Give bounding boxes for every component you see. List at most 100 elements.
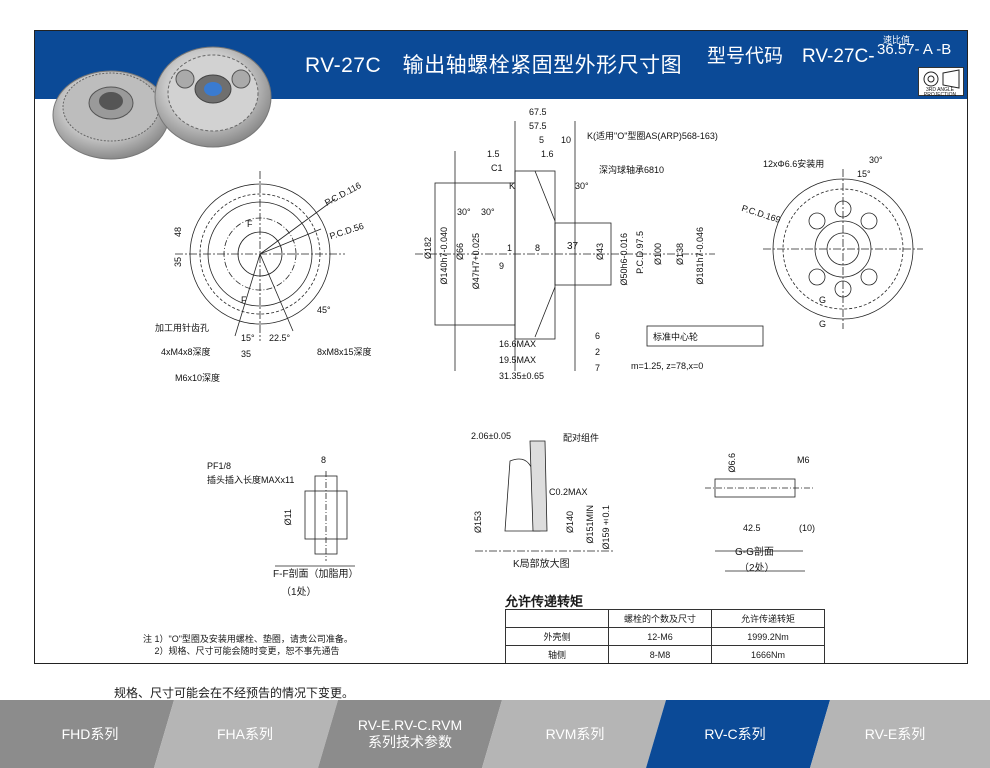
dim-15deg: 15° <box>241 333 255 343</box>
dim-9: 9 <box>499 261 505 271</box>
section-mark-g2: G <box>819 319 827 329</box>
model-code: 型号代码 RV-27C- <box>707 46 875 67</box>
projection-label: 3RD ANGLE PROJECTION <box>923 87 957 98</box>
dim-k-d153: Ø153 <box>473 511 483 534</box>
k-detail-caption: K局部放大图 <box>513 559 570 570</box>
dim-5: 5 <box>539 135 545 145</box>
section-mark-g: G <box>819 295 827 305</box>
m6-label: M6 <box>797 455 810 465</box>
f-section-caption: F-F剖面（加脂用） <box>273 569 359 580</box>
oring-label: K(适用"O"型圈AS(ARP)568-163) <box>587 131 718 141</box>
g-section-count: （2处） <box>739 563 775 574</box>
dim-22-5deg: 22.5° <box>269 333 291 343</box>
dim-67-5: 67.5 <box>529 107 547 117</box>
dim-d66: Ø66 <box>455 243 465 261</box>
dim-30deg-top: 30° <box>575 181 589 191</box>
torque-title: 允许传递转矩 <box>505 594 584 609</box>
dim-k-2-06: 2.06±0.05 <box>471 431 511 441</box>
dim-30deg-b: 30° <box>481 207 495 217</box>
tap-4xm4-label: 4xM4x8深度 <box>161 347 211 357</box>
series-nav: FHD系列 FHA系列 RV-E.RV-C.RVM 系列技术参数 RVM系列 R… <box>0 700 990 768</box>
chamfer-c1-label: C1 <box>491 163 503 173</box>
footnote: 规格、尺寸可能会在不经预告的情况下变更。 <box>114 686 355 700</box>
dim-d138: Ø138 <box>675 243 685 266</box>
dim-6: 6 <box>595 331 601 341</box>
tab-rv-e[interactable]: RV-E系列 <box>864 725 926 742</box>
notes: 注 1）"O"型圈及安装用螺栓、垫圈，请贵公司准备。 2）规格、尺寸可能会随时变… <box>143 633 353 657</box>
dim-d47h7: Ø47H7+0.025 <box>471 233 481 290</box>
table-header: 螺栓的个数及尺寸 <box>608 609 712 628</box>
series-nav-bar <box>0 700 990 768</box>
dim-35: 35 <box>173 257 183 268</box>
note-line: 注 1）"O"型圈及安装用螺栓、垫圈，请贵公司准备。 <box>143 634 353 644</box>
table-cell: 轴侧 <box>505 645 609 663</box>
dim-d50h6: Ø50h6-0.016 <box>619 233 629 286</box>
dim-48: 48 <box>173 227 183 238</box>
g-section-caption: G-G剖面 <box>735 547 774 558</box>
ratio-code: 36.57- A -B <box>877 41 952 58</box>
dim-g-10: (10) <box>799 523 816 533</box>
dim-57-5: 57.5 <box>529 121 547 131</box>
dim-f-d11: Ø11 <box>283 509 293 526</box>
dim-45deg: 45° <box>317 305 331 315</box>
dim-k-d140: Ø140 <box>565 511 575 534</box>
ratio-label: 速比值 <box>883 35 911 45</box>
dim-37: 37 <box>567 241 579 252</box>
tab-rv-c[interactable]: RV-C系列 <box>704 725 766 742</box>
table-row: 外壳侧 12-M6 1999.2Nm <box>505 627 825 646</box>
note-line: 2）规格、尺寸可能会随时变更，恕不事先通告 <box>143 646 340 656</box>
tab-fha[interactable]: FHA系列 <box>217 725 273 742</box>
dim-rear-30deg: 30° <box>869 155 883 165</box>
pf18-label: PF1/8 <box>207 461 232 471</box>
chamfer-c02-label: C0.2MAX <box>549 487 588 497</box>
dim-1: 1 <box>507 243 513 253</box>
center-gear-label: 标准中心轮 <box>653 332 699 342</box>
table-row: 螺栓的个数及尺寸 允许传递转矩 <box>505 609 825 628</box>
dim-d182: Ø182 <box>423 237 433 260</box>
dim-d43: Ø43 <box>595 243 605 261</box>
dim-k-d151min: Ø151MIN <box>585 505 595 544</box>
dim-10: 10 <box>561 135 572 145</box>
tab-rvm[interactable]: RVM系列 <box>545 725 605 742</box>
dim-f-8: 8 <box>321 455 327 465</box>
dim-8: 8 <box>535 243 541 253</box>
gear-spec-label: m=1.25, z=78,x=0 <box>631 361 704 371</box>
product-photo <box>52 46 272 160</box>
tab-fhd[interactable]: FHD系列 <box>61 725 119 742</box>
table-cell: 8-M8 <box>608 645 712 663</box>
table-cell: 1666Nm <box>711 645 825 663</box>
table-cell: 外壳侧 <box>505 627 609 646</box>
dim-1-6: 1.6 <box>541 149 554 159</box>
tap-8xm8-label: 8xM8x15深度 <box>317 347 372 357</box>
mating-part-label: 配对组件 <box>563 433 600 443</box>
dim-k-d159: Ø159±0.1 <box>601 505 611 550</box>
table-cell: 1999.2Nm <box>711 627 825 646</box>
detail-k-mark: K <box>509 181 516 191</box>
f-section-count: （1处） <box>281 587 317 598</box>
dim-1-5: 1.5 <box>487 149 500 159</box>
dim-g-42-5: 42.5 <box>743 523 761 533</box>
dim-19-5max: 19.5MAX <box>499 355 537 365</box>
dim-d181h7: Ø181h7-0.046 <box>695 227 705 285</box>
tab-tech-params[interactable]: RV-E.RV-C.RVM 系列技术参数 <box>357 717 463 750</box>
projection-symbol-icon <box>918 67 964 96</box>
table-row: 轴侧 8-M8 1666Nm <box>505 645 825 663</box>
mount-holes-label: 12xΦ6.6安装用 <box>763 159 825 169</box>
table-cell: 12-M6 <box>608 627 712 646</box>
table-header <box>505 609 609 628</box>
technical-drawing <box>175 121 923 572</box>
table-header: 允许传递转矩 <box>711 609 825 628</box>
page-title: RV-27C 输出轴螺栓紧固型外形尺寸图 <box>305 54 683 77</box>
section-mark-f2: F <box>241 295 247 305</box>
torque-table: 螺栓的个数及尺寸 允许传递转矩 外壳侧 12-M6 1999.2Nm 轴侧 8-… <box>505 609 825 663</box>
dim-rear-15deg: 15° <box>857 169 871 179</box>
pin-hole-label: 加工用针齿孔 <box>155 323 210 333</box>
bearing-label: 深沟球轴承6810 <box>599 165 665 175</box>
dim-35-h: 35 <box>241 349 252 359</box>
dim-2: 2 <box>595 347 601 357</box>
dim-16-6max: 16.6MAX <box>499 339 537 349</box>
dim-d100: Ø100 <box>653 243 663 266</box>
dim-31-35: 31.35±0.65 <box>499 371 544 381</box>
tap-m6-label: M6x10深度 <box>175 373 221 383</box>
dim-30deg-a: 30° <box>457 207 471 217</box>
